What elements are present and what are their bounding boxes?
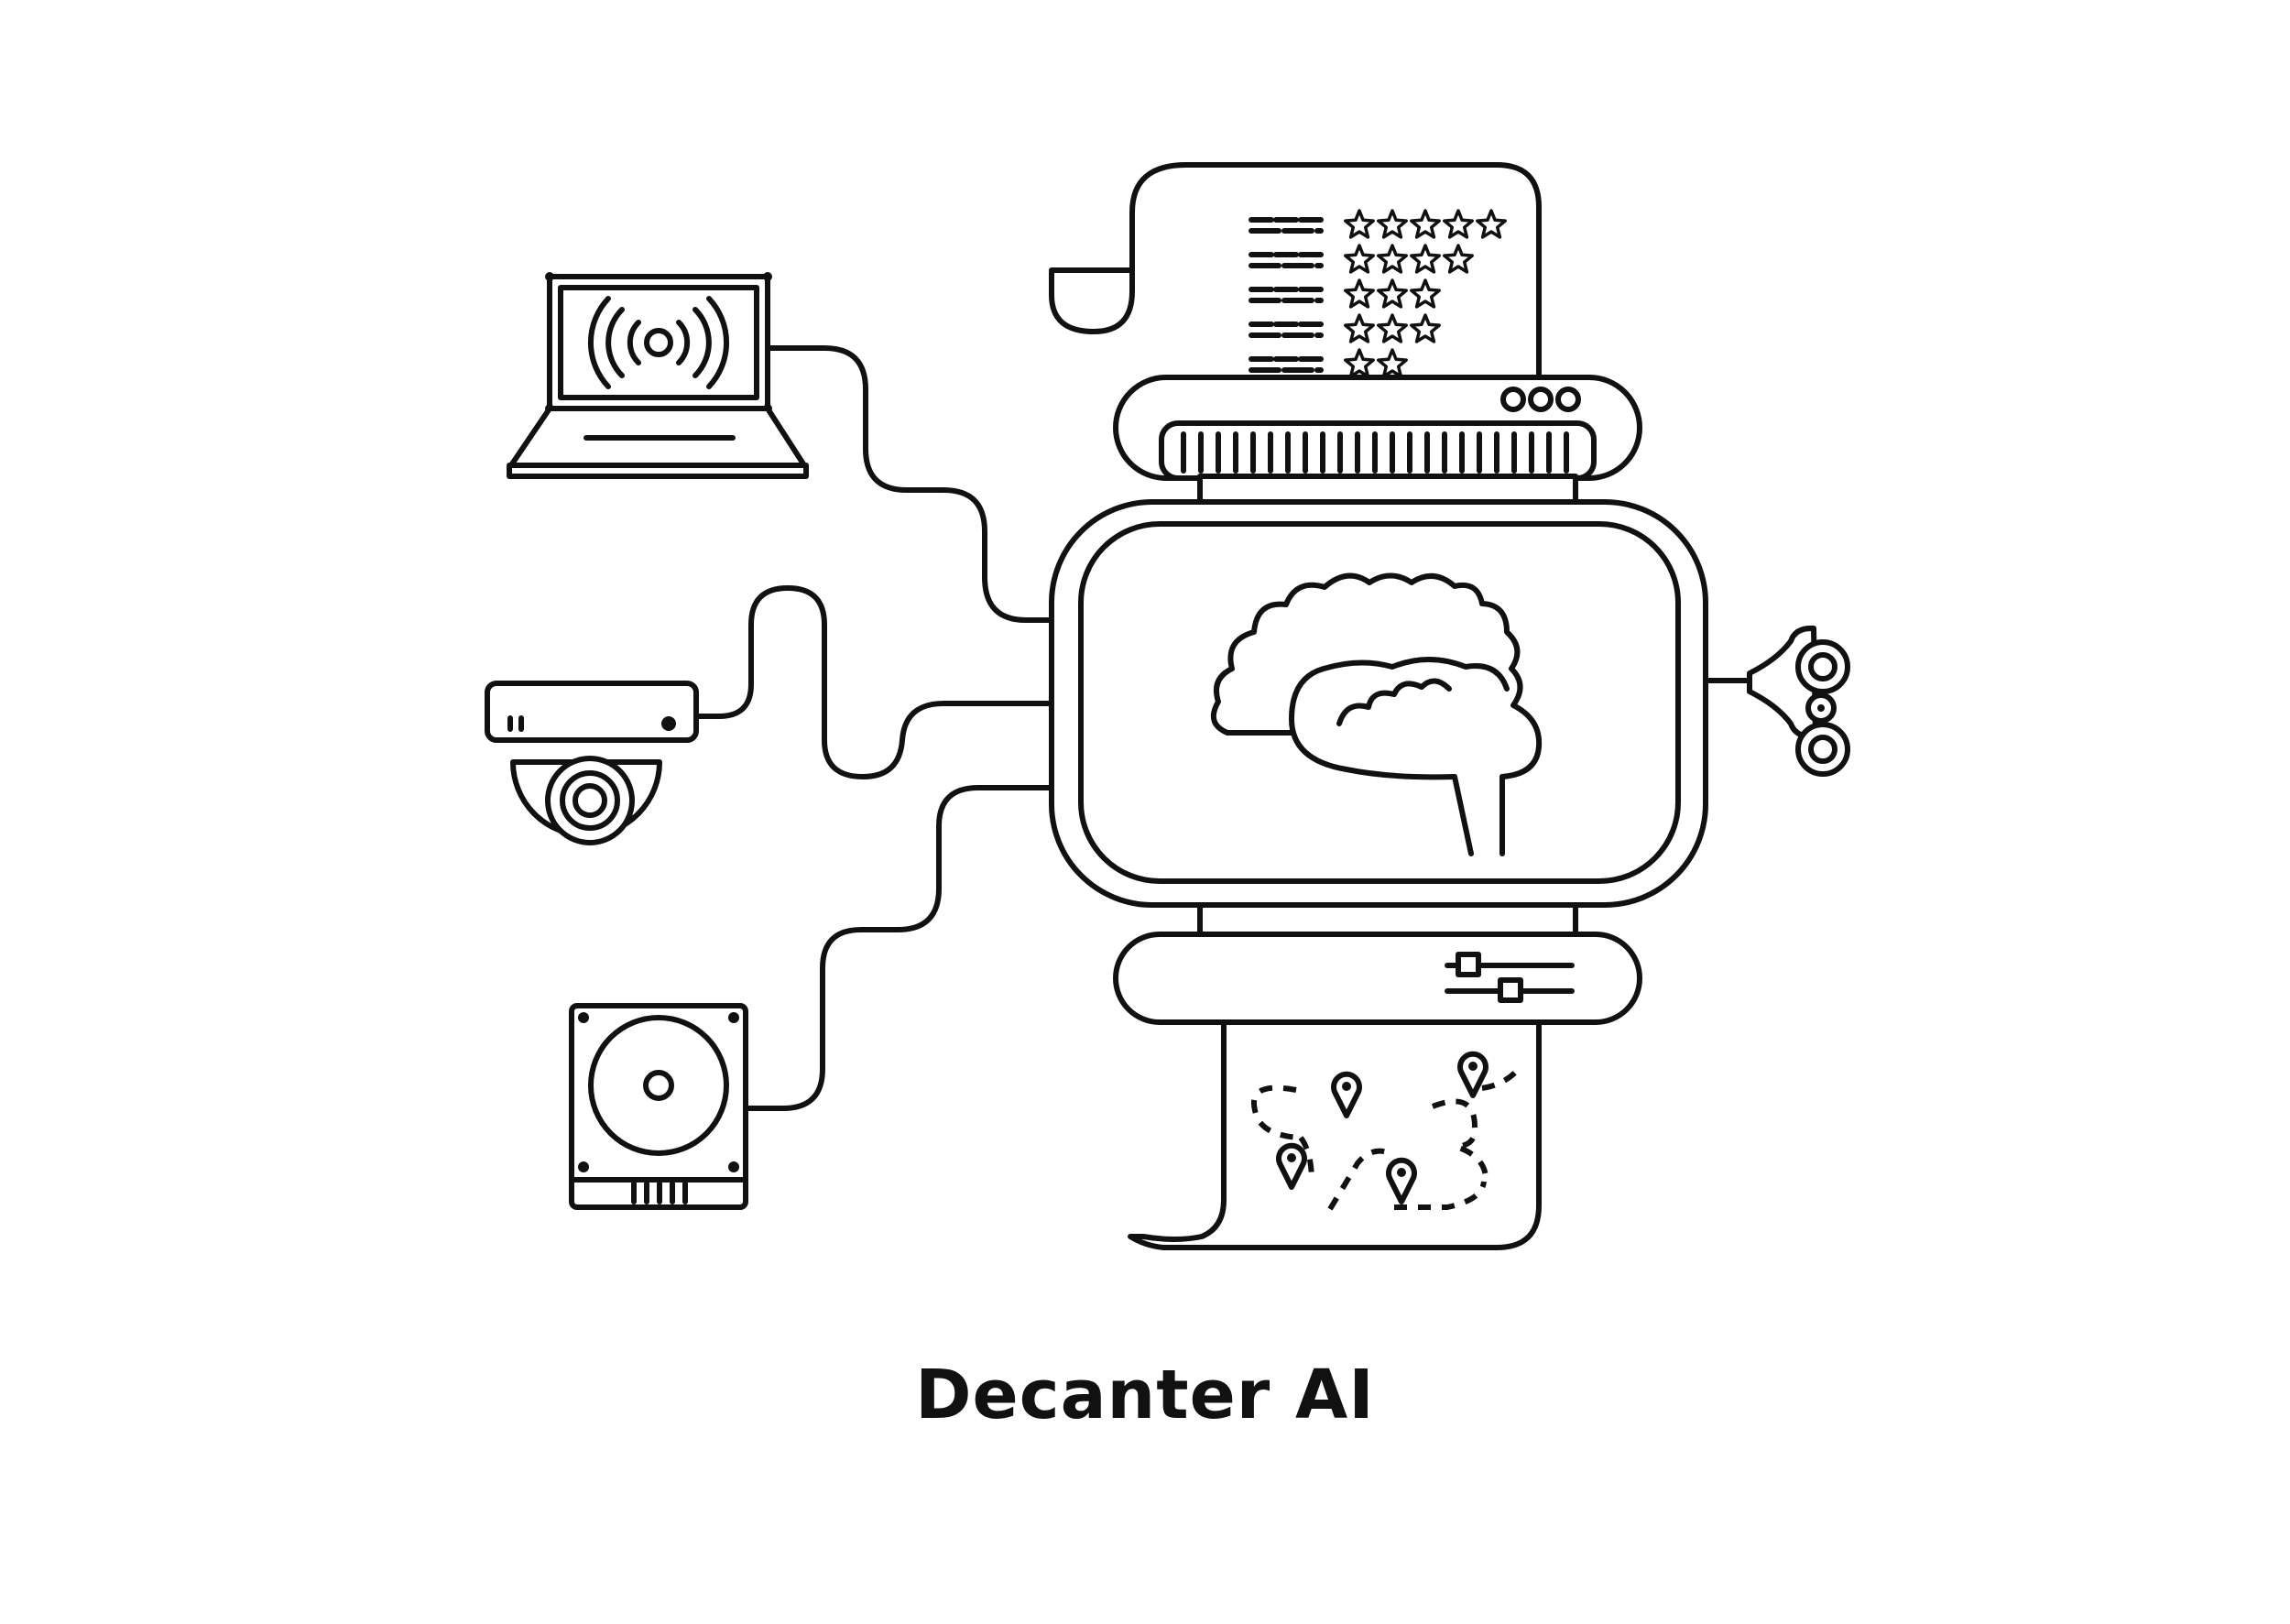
connector-camera: [693, 585, 1056, 779]
star-icon: [1377, 313, 1408, 343]
security-camera-icon: [485, 681, 699, 845]
rating-row: [1249, 278, 1441, 309]
rating-row: [1249, 313, 1441, 343]
map-pin-icon: [1457, 1051, 1488, 1098]
rating-row: [1249, 209, 1507, 239]
map-pin-icon: [1276, 1142, 1307, 1190]
map-pin-icon: [1386, 1157, 1417, 1204]
star-icon: [1344, 209, 1375, 239]
star-icon: [1377, 278, 1408, 309]
slider-knob-icon: [1456, 952, 1481, 977]
diagram-caption: Decanter AI: [915, 1356, 1375, 1434]
star-icon: [1377, 209, 1408, 239]
brain-icon: [1210, 572, 1543, 856]
rating-row: [1249, 244, 1474, 274]
slider-knob-icon: [1498, 977, 1523, 1003]
ai-brain-machine-icon: [1049, 499, 1708, 908]
star-icon: [1344, 348, 1375, 378]
control-bar: [1113, 932, 1642, 1025]
connector-disk: [743, 785, 1056, 1111]
star-icon: [1410, 209, 1441, 239]
star-icon: [1377, 348, 1408, 378]
star-icon: [1344, 244, 1375, 274]
star-ratings-scroll-icon: [1049, 162, 1542, 397]
printer-head: [1113, 375, 1642, 481]
star-icon: [1443, 244, 1474, 274]
star-icon: [1410, 278, 1441, 309]
star-icon: [1410, 313, 1441, 343]
star-icon: [1443, 209, 1474, 239]
map-pin-icon: [1331, 1071, 1362, 1118]
laptop-signal-icon: [507, 272, 809, 479]
star-icon: [1476, 209, 1507, 239]
star-icon: [1344, 313, 1375, 343]
connector-laptop: [765, 345, 1056, 623]
wind-up-key-icon: [1703, 625, 1850, 777]
rating-row: [1249, 348, 1408, 378]
star-icon: [1344, 278, 1375, 309]
hard-drive-icon: [569, 1003, 748, 1210]
star-icon: [1410, 244, 1441, 274]
star-icon: [1377, 244, 1408, 274]
map-scroll-icon: [1128, 1019, 1542, 1250]
